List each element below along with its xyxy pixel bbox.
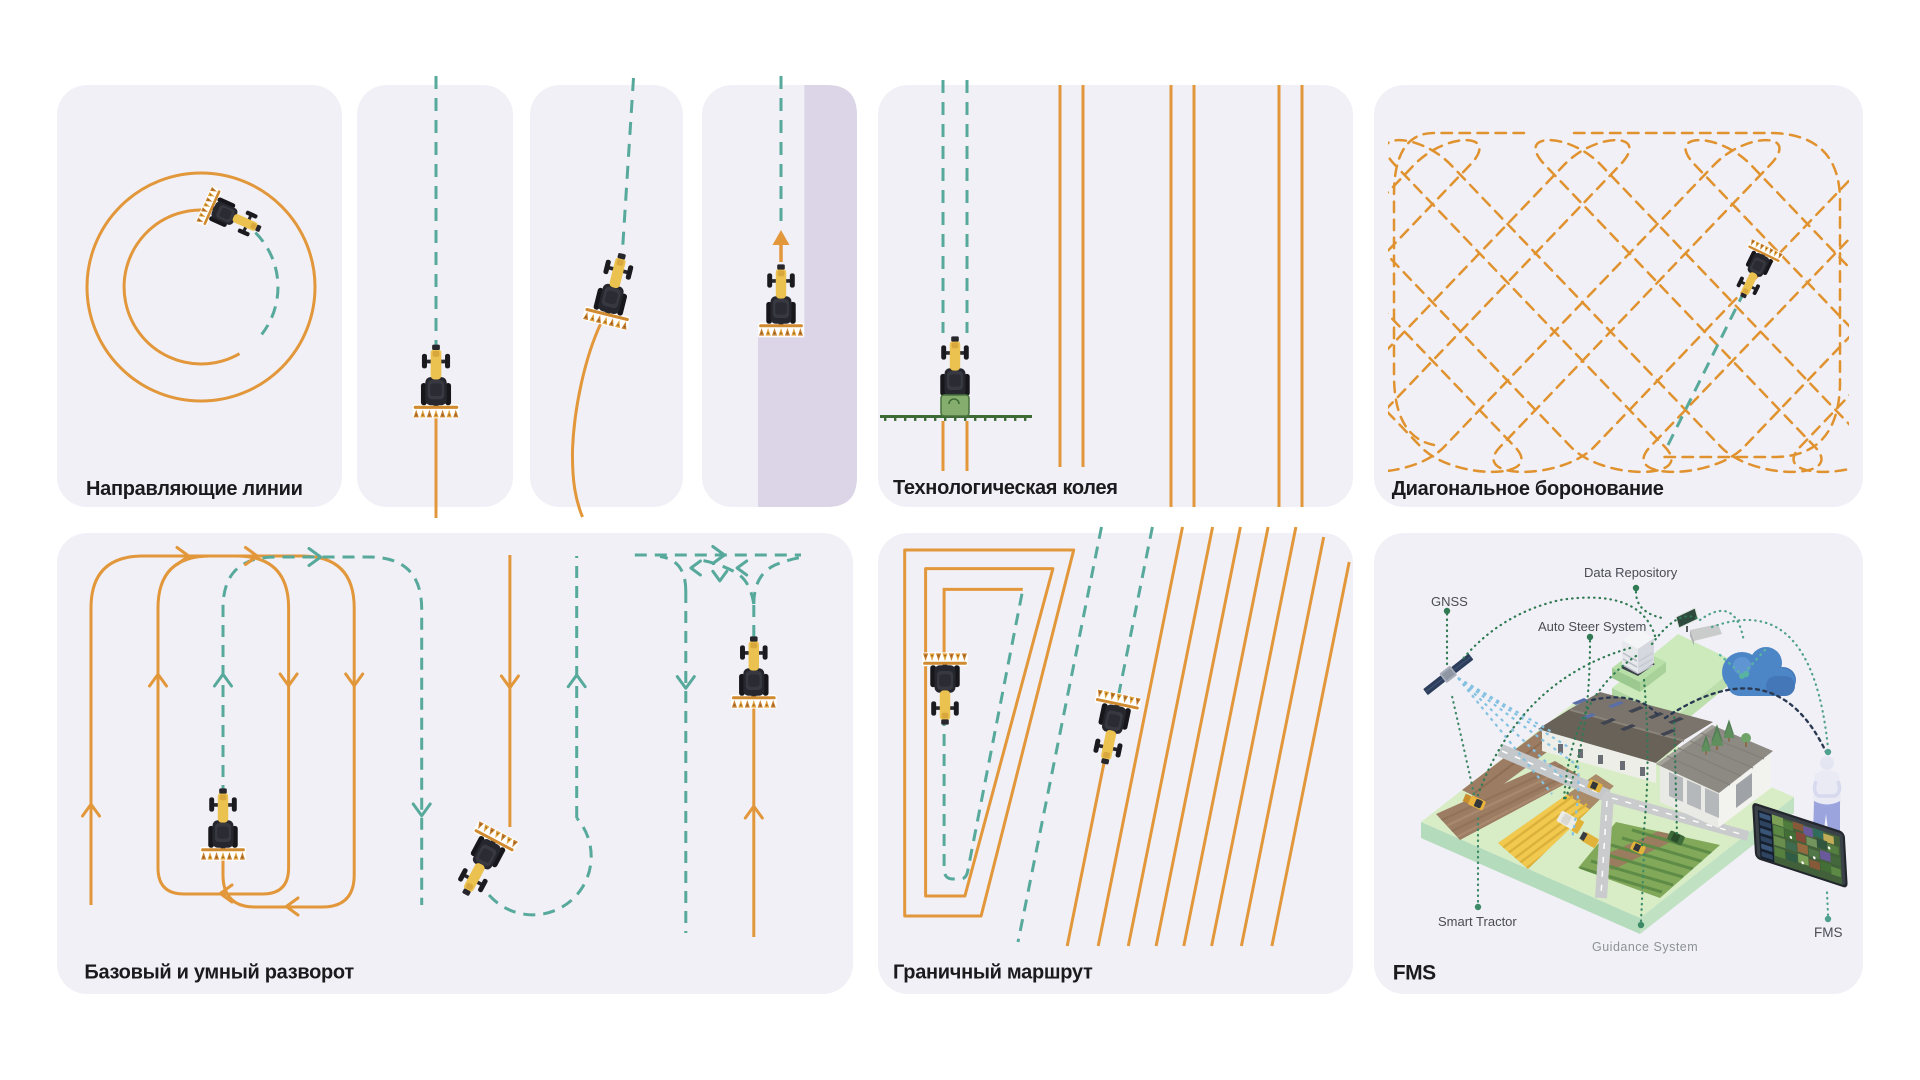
svg-text:Граничный маршрут: Граничный маршрут bbox=[893, 962, 1093, 984]
svg-text:Диагональное боронование: Диагональное боронование bbox=[1392, 478, 1664, 500]
svg-text:Guidance System: Guidance System bbox=[1592, 940, 1698, 954]
svg-text:Технологическая колея: Технологическая колея bbox=[893, 477, 1118, 499]
svg-text:Направляющие линии: Направляющие линии bbox=[86, 478, 303, 500]
svg-text:Базовый и умный разворот: Базовый и умный разворот bbox=[84, 962, 354, 984]
svg-text:GNSS: GNSS bbox=[1431, 594, 1468, 609]
svg-text:Data Repository: Data Repository bbox=[1584, 565, 1678, 580]
svg-text:FMS: FMS bbox=[1393, 962, 1436, 985]
svg-text:Auto Steer System: Auto Steer System bbox=[1538, 619, 1646, 634]
svg-text:Smart Tractor: Smart Tractor bbox=[1438, 914, 1517, 929]
svg-text:FMS: FMS bbox=[1814, 925, 1843, 940]
